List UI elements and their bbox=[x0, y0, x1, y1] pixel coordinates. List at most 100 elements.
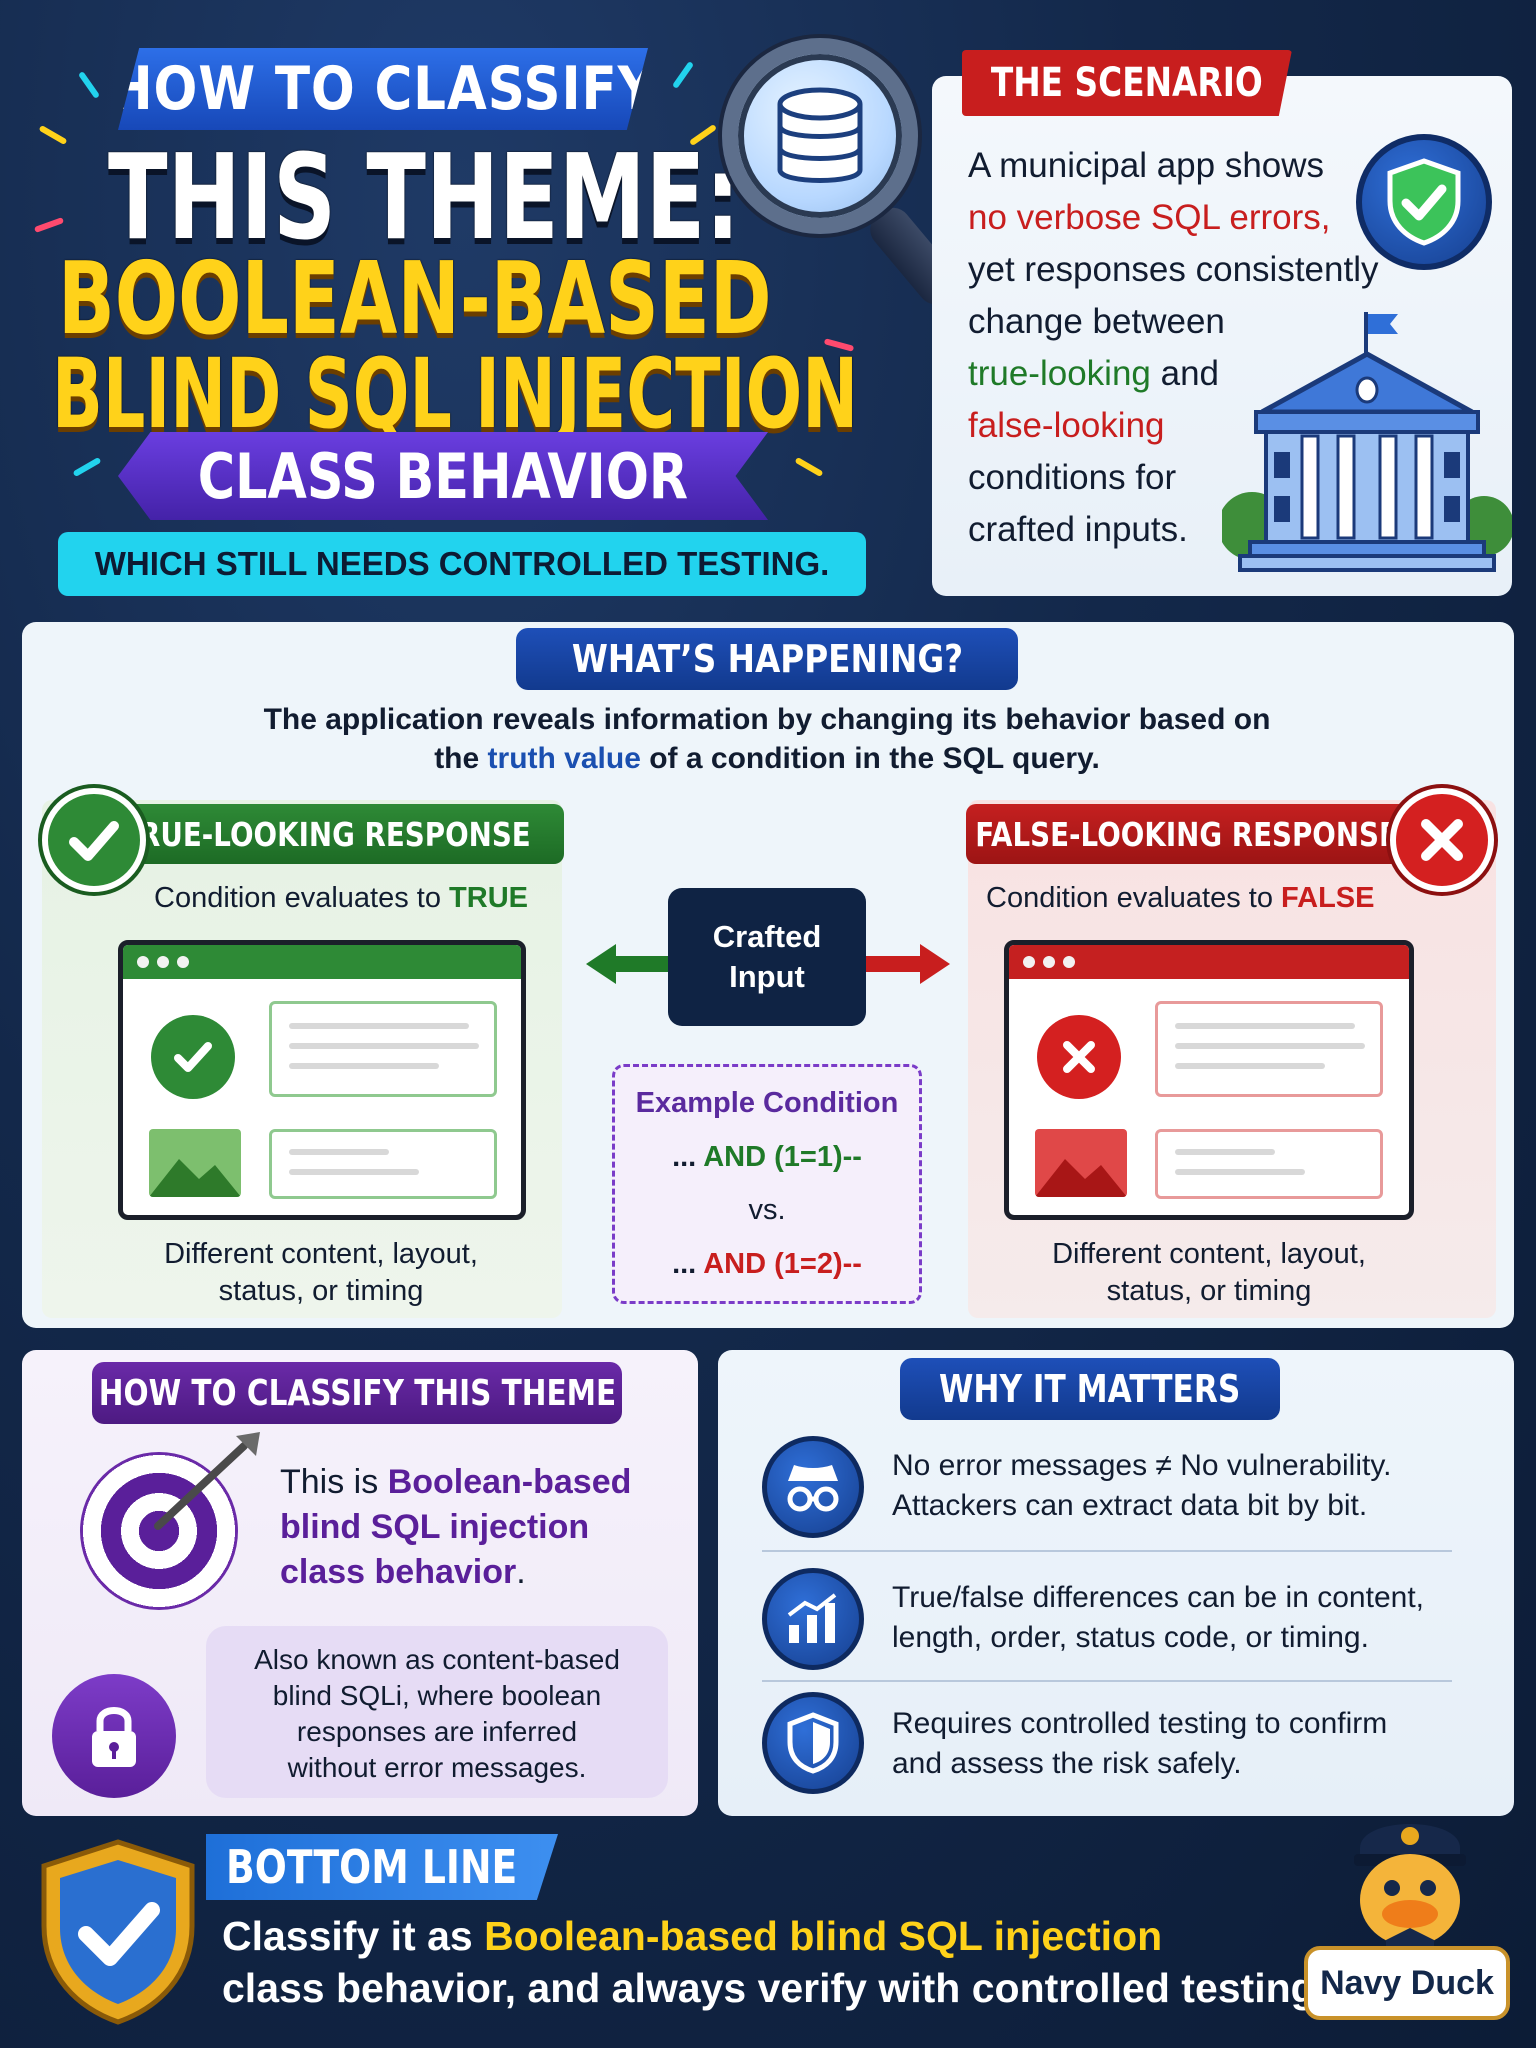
header-line4: BLIND SQL INJECTION bbox=[52, 338, 859, 450]
scenario-line: crafted inputs. bbox=[968, 510, 1188, 549]
desc-part: of a condition in the SQL query. bbox=[640, 742, 1100, 775]
why-it-matters-tag: WHY IT MATTERS bbox=[900, 1358, 1280, 1420]
scenario-line: yet responses consistently bbox=[968, 250, 1379, 289]
window-title-bar bbox=[1009, 945, 1409, 979]
scenario-text: A municipal app shows no verbose SQL err… bbox=[968, 140, 1388, 556]
header-line3: BOOLEAN-BASED bbox=[58, 240, 772, 357]
classify-highlight: blind SQL injection bbox=[280, 1508, 590, 1546]
magnifier-icon bbox=[722, 38, 918, 234]
shield-check-icon bbox=[1356, 134, 1492, 270]
matters-line: Attackers can extract data bit by bit. bbox=[892, 1489, 1368, 1522]
false-response-tag: FALSE-LOOKING RESPONSE bbox=[966, 804, 1408, 864]
bubble-line: responses are inferred bbox=[296, 1716, 578, 1747]
mascot-name: Navy Duck bbox=[1320, 1963, 1494, 2002]
mascot-label: Navy Duck bbox=[1304, 1946, 1510, 2020]
matters-line: length, order, status code, or timing. bbox=[892, 1621, 1369, 1654]
desc-highlight: truth value bbox=[487, 742, 641, 775]
crafted-label: Input bbox=[729, 959, 805, 994]
spy-icon bbox=[762, 1436, 864, 1538]
arrow-right-icon bbox=[858, 944, 950, 984]
chart-icon bbox=[762, 1568, 864, 1670]
classify-tag: HOW TO CLASSIFY THIS THEME bbox=[92, 1362, 622, 1424]
example-false: ... AND (1=2)-- bbox=[672, 1248, 862, 1281]
classify-highlight: Boolean-based bbox=[387, 1463, 632, 1501]
matters-item-3: Requires controlled testing to confirm a… bbox=[892, 1704, 1387, 1784]
bottom-line-text: Classify it as Boolean-based blind SQL i… bbox=[222, 1910, 1327, 2014]
city-hall-icon bbox=[1222, 312, 1512, 572]
x-icon bbox=[1390, 788, 1494, 892]
diff-line: status, or timing bbox=[218, 1275, 424, 1307]
window-title-bar bbox=[123, 945, 521, 979]
true-response-title: TRUE-LOOKING RESPONSE bbox=[119, 814, 531, 854]
sparkle-decoration bbox=[72, 456, 102, 478]
condition-value: FALSE bbox=[1281, 882, 1375, 914]
matters-line: True/false differences can be in content… bbox=[892, 1581, 1424, 1614]
bottom-part: Classify it as bbox=[222, 1913, 485, 1959]
lock-icon bbox=[52, 1674, 176, 1798]
crafted-input-box: Crafted Input bbox=[668, 888, 866, 1026]
arrow-left-icon bbox=[586, 944, 676, 984]
gold-shield-icon bbox=[41, 1839, 195, 2025]
condition-value: TRUE bbox=[449, 882, 528, 914]
sparkle-decoration bbox=[38, 124, 68, 146]
whats-happening-description: The application reveals information by c… bbox=[122, 700, 1412, 778]
false-browser-window bbox=[1004, 940, 1414, 1220]
scenario-line: no verbose SQL errors, bbox=[968, 198, 1331, 237]
bubble-line: without error messages. bbox=[287, 1752, 587, 1783]
image-placeholder-icon bbox=[149, 1129, 241, 1197]
classify-part: . bbox=[516, 1553, 526, 1591]
also-known-bubble: Also known as content-based blind SQLi, … bbox=[206, 1626, 668, 1798]
header-subtitle: CLASS BEHAVIOR bbox=[118, 432, 768, 520]
sparkle-decoration bbox=[671, 60, 695, 90]
scenario-line: and bbox=[1150, 354, 1220, 393]
sparkle-decoration bbox=[794, 456, 824, 478]
example-title: Example Condition bbox=[635, 1087, 899, 1120]
check-icon bbox=[151, 1015, 235, 1099]
header-line5: CLASS BEHAVIOR bbox=[197, 439, 689, 513]
sparkle-decoration bbox=[77, 70, 101, 100]
true-payload: AND (1=1)-- bbox=[703, 1140, 862, 1173]
ellipsis: ... bbox=[672, 1247, 704, 1280]
scenario-title: THE SCENARIO bbox=[991, 60, 1263, 106]
image-placeholder-icon bbox=[1035, 1129, 1127, 1197]
crafted-label: Crafted bbox=[712, 919, 822, 954]
dart-icon bbox=[154, 1432, 260, 1530]
why-it-matters-title: WHY IT MATTERS bbox=[939, 1367, 1241, 1411]
diff-line: Different content, layout, bbox=[164, 1238, 478, 1270]
header-line6: WHICH STILL NEEDS CONTROLLED TESTING. bbox=[94, 545, 830, 582]
shield-icon bbox=[762, 1692, 864, 1794]
condition-label: Condition evaluates to bbox=[154, 882, 450, 914]
matters-item-1: No error messages ≠ No vulnerability. At… bbox=[892, 1446, 1391, 1526]
bottom-line-title: BOTTOM LINE bbox=[226, 1840, 518, 1894]
desc-part: the bbox=[434, 742, 488, 775]
bubble-line: Also known as content-based bbox=[254, 1644, 620, 1675]
diff-line: status, or timing bbox=[1106, 1275, 1312, 1307]
scenario-line: A municipal app shows bbox=[968, 146, 1325, 185]
scenario-tag: THE SCENARIO bbox=[962, 50, 1292, 116]
classify-highlight: class behavior bbox=[280, 1553, 517, 1591]
classify-title: HOW TO CLASSIFY THIS THEME bbox=[98, 1372, 616, 1414]
condition-label: Condition evaluates to bbox=[986, 882, 1282, 914]
database-icon bbox=[777, 87, 863, 183]
false-response-title: FALSE-LOOKING RESPONSE bbox=[975, 814, 1399, 854]
whats-happening-tag: WHAT’S HAPPENING? bbox=[516, 628, 1018, 690]
header-note: WHICH STILL NEEDS CONTROLLED TESTING. bbox=[58, 532, 866, 596]
matters-line: and assess the risk safely. bbox=[892, 1747, 1242, 1780]
ellipsis: ... bbox=[672, 1140, 704, 1173]
true-condition: Condition evaluates to TRUE bbox=[154, 882, 528, 915]
classify-part: This is bbox=[280, 1463, 388, 1501]
duck-mascot-icon bbox=[1354, 1824, 1466, 1956]
false-condition: Condition evaluates to FALSE bbox=[986, 882, 1375, 915]
x-icon bbox=[1037, 1015, 1121, 1099]
header-ribbon: HOW TO CLASSIFY bbox=[118, 48, 648, 130]
scenario-line: change between bbox=[968, 302, 1225, 341]
classify-text: This is Boolean-based blind SQL injectio… bbox=[280, 1460, 660, 1595]
check-icon bbox=[42, 788, 146, 892]
scenario-line: conditions for bbox=[968, 458, 1177, 497]
bottom-highlight: Boolean-based blind SQL injection bbox=[484, 1913, 1163, 1959]
matters-line: No error messages ≠ No vulnerability. bbox=[892, 1449, 1392, 1482]
desc-line: The application reveals information by c… bbox=[263, 703, 1271, 736]
matters-line: Requires controlled testing to confirm bbox=[892, 1707, 1388, 1740]
whats-happening-title: WHAT’S HAPPENING? bbox=[571, 637, 963, 681]
true-difference-note: Different content, layout, status, or tim… bbox=[118, 1236, 524, 1310]
